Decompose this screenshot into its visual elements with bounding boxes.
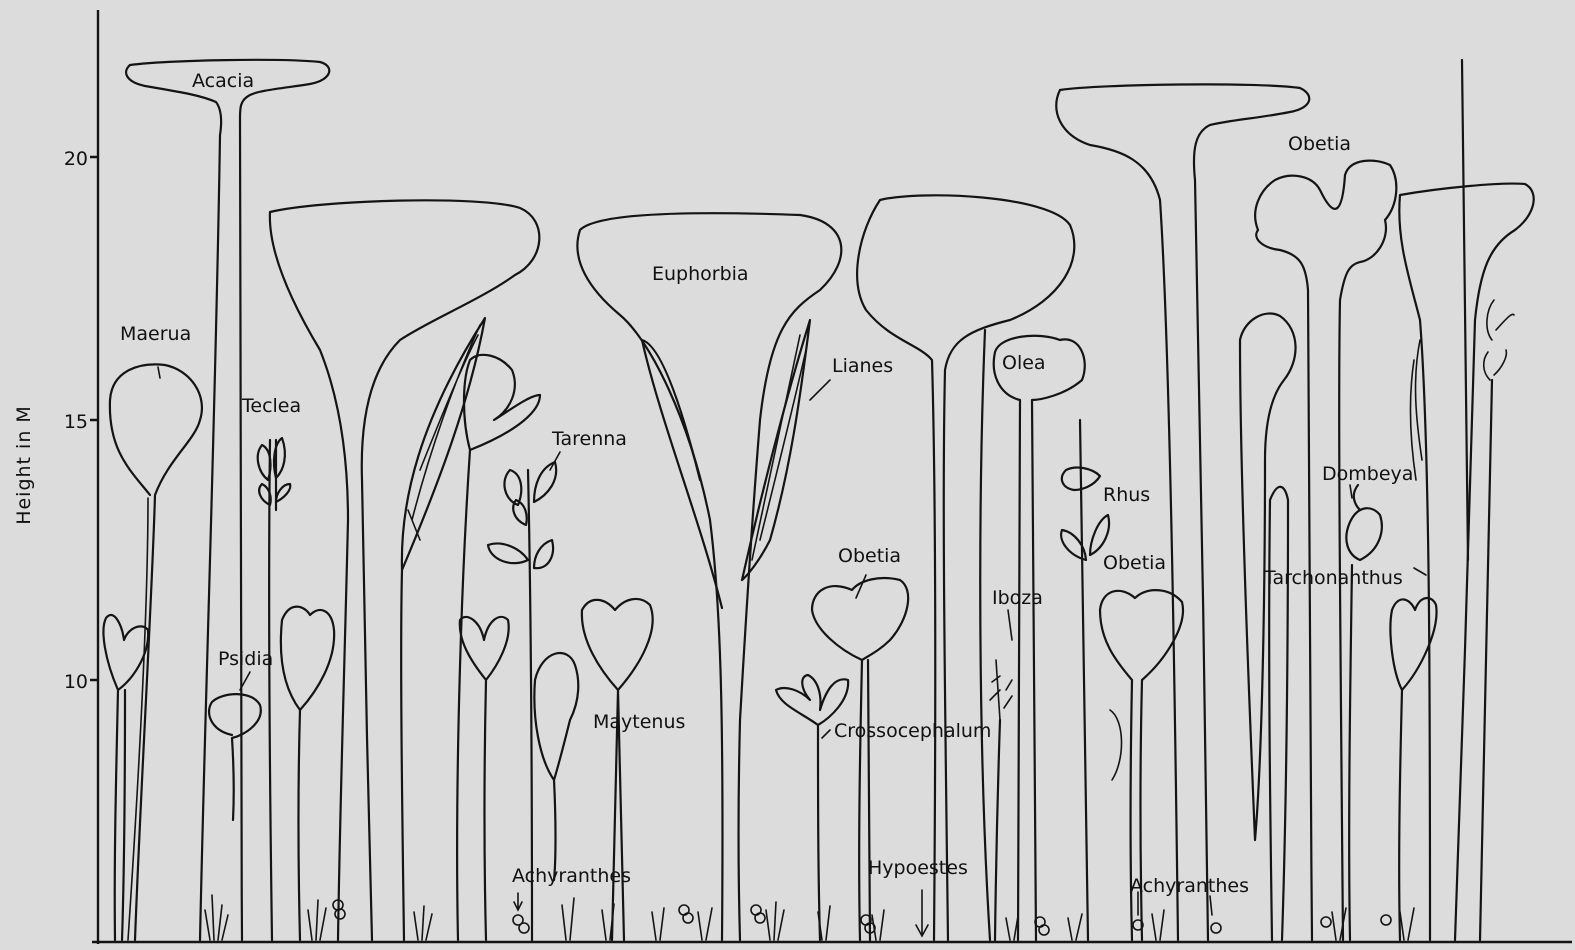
- label-rhus: Rhus: [1103, 484, 1150, 506]
- label-achyranthes-2: Achyranthes: [1130, 875, 1249, 897]
- lance-shrub-right: [1240, 313, 1296, 940]
- label-olea: Olea: [1002, 352, 1046, 374]
- heart-shrub-left: [281, 607, 334, 940]
- twig-far-right: [1480, 300, 1514, 940]
- dombeya-shrub: [1346, 485, 1381, 940]
- y-tick-15: 15: [64, 411, 88, 433]
- label-tarenna: Tarenna: [551, 428, 627, 450]
- label-obetia-1: Obetia: [838, 545, 901, 567]
- label-acacia: Acacia: [192, 70, 254, 92]
- crown-tree-far-right: [1399, 60, 1533, 940]
- obetia-tree-right: [1255, 161, 1396, 940]
- psidia-shrub: [209, 672, 261, 820]
- label-hypoestes: Hypoestes: [868, 857, 968, 879]
- euphorbia-tree-main: [577, 213, 841, 940]
- label-euphorbia: Euphorbia: [652, 263, 749, 285]
- label-teclea: Teclea: [241, 395, 301, 417]
- label-tarchonanthus: Tarchonanthus: [1263, 567, 1403, 589]
- maytenus-shrub: [582, 599, 653, 940]
- label-achyranthes-1: Achyranthes: [512, 865, 631, 887]
- species-labels: Acacia Maerua Teclea Psidia Euphorbia Ta…: [120, 70, 1413, 897]
- liane-left: [401, 318, 485, 940]
- label-lianes: Lianes: [832, 355, 893, 377]
- label-obetia-3: Obetia: [1288, 133, 1351, 155]
- maerua-tree: [103, 364, 201, 940]
- heart-shrub-mid: [457, 355, 540, 940]
- label-iboza: Iboza: [992, 587, 1043, 609]
- lianes-right: [642, 320, 830, 608]
- teclea-shrub: [258, 438, 291, 940]
- achyranthes-shrub-center: [534, 653, 578, 880]
- euphorbia-crown-left: [270, 200, 539, 940]
- label-leaders: [514, 485, 1426, 915]
- crown-tree-center-right: [857, 195, 1074, 940]
- ground-herbs: [205, 890, 1414, 940]
- label-dombeya: Dombeya: [1322, 463, 1413, 485]
- y-axis-label: Height in M: [13, 405, 35, 525]
- y-tick-20: 20: [64, 148, 88, 170]
- label-obetia-2: Obetia: [1103, 552, 1166, 574]
- label-maytenus: Maytenus: [593, 711, 685, 733]
- y-tick-10: 10: [64, 671, 88, 693]
- rhus-shrub: [1061, 420, 1109, 940]
- iboza-shrub: [990, 610, 1012, 940]
- label-crossocephalum: Crossocephalum: [834, 720, 991, 742]
- crossocephalum-shrub: [776, 675, 848, 940]
- obetia-tree-center: [812, 575, 908, 940]
- label-psidia: Psidia: [218, 648, 273, 670]
- label-maerua: Maerua: [120, 323, 191, 345]
